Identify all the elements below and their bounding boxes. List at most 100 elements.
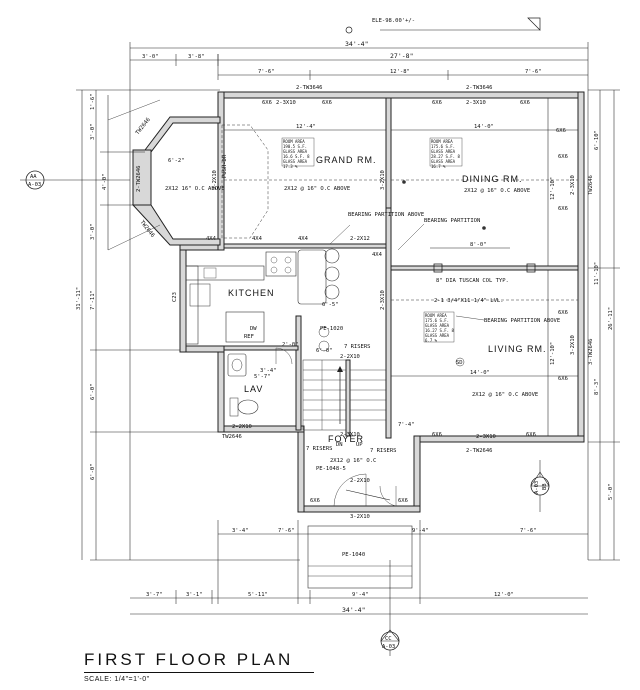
dim-14-0: 14'-0" (474, 124, 494, 130)
bay-window-upper: TW2646 (135, 117, 152, 136)
col-grand-1: 6X6 (262, 100, 272, 106)
header-dining-right: 2-3X10 (570, 175, 576, 195)
header-kitchen-top: 2-2X12 (350, 236, 370, 242)
dim-7-6: 7'-6" (258, 69, 275, 75)
bearing-partition-above-2: BEARING PARTITION ABOVE (484, 318, 560, 324)
col-dining-corner: 6X6 (556, 128, 566, 134)
title-underline (84, 672, 314, 673)
dim-right-12-10: 12'-10" (550, 177, 556, 200)
foyer-risers: 7 RISERS (370, 448, 397, 454)
col-living-r1: 6X6 (558, 310, 568, 316)
room-label-foyer: FOYER (328, 434, 364, 444)
header-entry: 3-2X10 (350, 514, 370, 520)
dim-left-3-0b: 3'-0" (90, 223, 96, 240)
dim-right-26-11: 26'-11" (608, 307, 614, 330)
living-room: 8" DIA TUSCAN COL TYP. 2-1 3/4"X11 1/4" … (391, 263, 578, 398)
header-living-right: 3-2X10 (570, 335, 576, 355)
bay-header: 3-2X10 (212, 170, 218, 190)
dim-3-8: 3'-8" (188, 54, 205, 60)
bottom-dimensions: 3'-4" 7'-6" 9'-4" 7'-6" 3'-7" 3'-1" 5'-1… (130, 520, 588, 615)
dim-bot-3-7: 3'-7" (146, 592, 163, 598)
room-label-living: LIVING RM. (488, 344, 547, 354)
section-bottom-top: CC (385, 636, 392, 642)
plan-title: FIRST FLOOR PLAN (84, 650, 294, 669)
dim-27-8: 27'-8" (390, 52, 413, 60)
push-door-label: PUSH-DR (222, 154, 228, 178)
joist-living: 2X12 @ 16" O.C ABOVE (472, 392, 538, 398)
section-left-bottom: A-03 (28, 182, 41, 188)
header-lav: 2-2X10 (232, 424, 252, 430)
grand-room: 12'-4" ROOM AREA 190.5 S.F. GLASS AREA 1… (224, 124, 424, 245)
col-dining-2: 6X6 (520, 100, 530, 106)
room-label-dining: DINING RM. (462, 174, 523, 184)
dim-6-0: 6'-0" (316, 348, 333, 354)
section-marker-right: A-03 BB (530, 460, 550, 512)
joist-grand: 2X12 @ 16" O.C ABOVE (284, 186, 350, 192)
room-label-grand: GRAND RM. (316, 155, 377, 165)
dim-right-11-10: 11'-10" (594, 262, 600, 285)
section-marker-left: AA A-03 (20, 170, 130, 190)
door-kitchen: PE-1020 (320, 326, 343, 332)
dim-12-8: 12'-8" (390, 69, 410, 75)
kitchen-ref: REF (244, 334, 254, 340)
room-label-lav: LAV (244, 384, 263, 394)
window-lav: TW2646 (222, 434, 242, 440)
section-left-top: AA (30, 174, 37, 180)
header-foyer-2: 2-2X10 (350, 478, 370, 484)
col-kitchen-3: 4X4 (298, 236, 309, 242)
header-grand-right: 3-2X10 (380, 170, 386, 190)
col-foyer-1: 6X6 (310, 498, 320, 504)
header-stair: 2-2X10 (340, 354, 360, 360)
room-label-kitchen: KITCHEN (228, 288, 275, 298)
windows-headers: 2-TW3646 2-TW3646 2-3X10 2-3X10 6X6 6X6 … (206, 85, 594, 520)
kitchen-dw: DW (250, 326, 257, 332)
foyer-joist: 2X12 @ 16" O.C (330, 458, 376, 464)
header-grand: 2-3X10 (276, 100, 296, 106)
window-top-left: 2-TW3646 (296, 85, 323, 91)
col-kitchen-1: 4X4 (206, 236, 217, 242)
elevation-note: ELE-98.00'+/- (372, 18, 415, 24)
dim-6-2: 6'-2" (168, 158, 185, 164)
left-dimensions: 31'-11" 7'-11" 6'-0" 6'-0" 3'-0" 3'-0" 4… (76, 89, 300, 561)
section-right-bottom: BB (542, 483, 548, 490)
dim-right-6-10: 6'-10" (594, 130, 600, 150)
stair-dn: DN (336, 442, 343, 448)
top-dimensions: 34'-4" 27'-8" 3'-0" 3'-8" 7'-6" 12'-8" 7… (129, 40, 589, 560)
dim-bot-9-4b: 9'-4" (352, 592, 369, 598)
room-area-grand: ROOM AREA 190.5 S.F. GLASS AREA 16.6 S.F… (283, 139, 310, 168)
stair-risers-1: 7 RISERS (344, 344, 371, 350)
interior-walls (223, 97, 579, 439)
dim-3-0: 3'-0" (142, 54, 159, 60)
window-dining-right: TW2646 (588, 175, 594, 195)
dim-right-12-10b: 12'-10" (550, 342, 556, 365)
dim-bot-5-11: 5'-11" (248, 592, 268, 598)
exterior-walls (131, 91, 585, 513)
dining-room: 14'-0" ROOM AREA 175.6 S.F. GLASS AREA 2… (391, 124, 578, 251)
dim-14-0b: 14'-0" (470, 370, 490, 376)
elevation-marker: ELE-98.00'+/- (345, 17, 541, 34)
dim-left-6-0b: 6'-0" (90, 463, 96, 480)
header-dining: 2-3X10 (466, 100, 486, 106)
col-kitchen-2: 4X4 (252, 236, 263, 242)
dim-bot-3-1: 3'-1" (186, 592, 203, 598)
dim-bot-3-4: 3'-4" (232, 528, 249, 534)
dim-bot-7-6: 7'-6" (278, 528, 295, 534)
header-living-left: 2-3X10 (380, 290, 386, 310)
dim-left-7-11: 7'-11" (90, 290, 96, 310)
tuscan-col: 8" DIA TUSCAN COL TYP. (436, 278, 509, 284)
section-bottom-bottom: A-03 (382, 644, 395, 650)
dim-left-6-0: 6'-0" (90, 383, 96, 400)
bay-joist: 2X12 16" O.C ABOVE (165, 186, 225, 192)
col-living-r2: 6X6 (558, 376, 568, 382)
dim-left-1-6: 1'-6" (90, 93, 96, 110)
dim-left-3-0: 3'-0" (90, 123, 96, 140)
dim-right-8-3: 8'-3" (594, 378, 600, 395)
dim-overall-top: 34'-4" (345, 40, 368, 48)
col-living-b1: 6X6 (432, 432, 442, 438)
bay-window-mid: 2-TW2646 (136, 166, 142, 193)
header-foyer: 2-3X10 (340, 432, 360, 438)
kitchen: KITCHEN DW REF C23 PE-1020 6'-5" (172, 248, 343, 352)
door-foyer: PE-1048-5 (316, 466, 346, 472)
lvl-beam: 2-1 3/4"X11 1/4" LVL. (434, 298, 504, 304)
dim-lav-5-7: 5'-7" (254, 374, 271, 380)
